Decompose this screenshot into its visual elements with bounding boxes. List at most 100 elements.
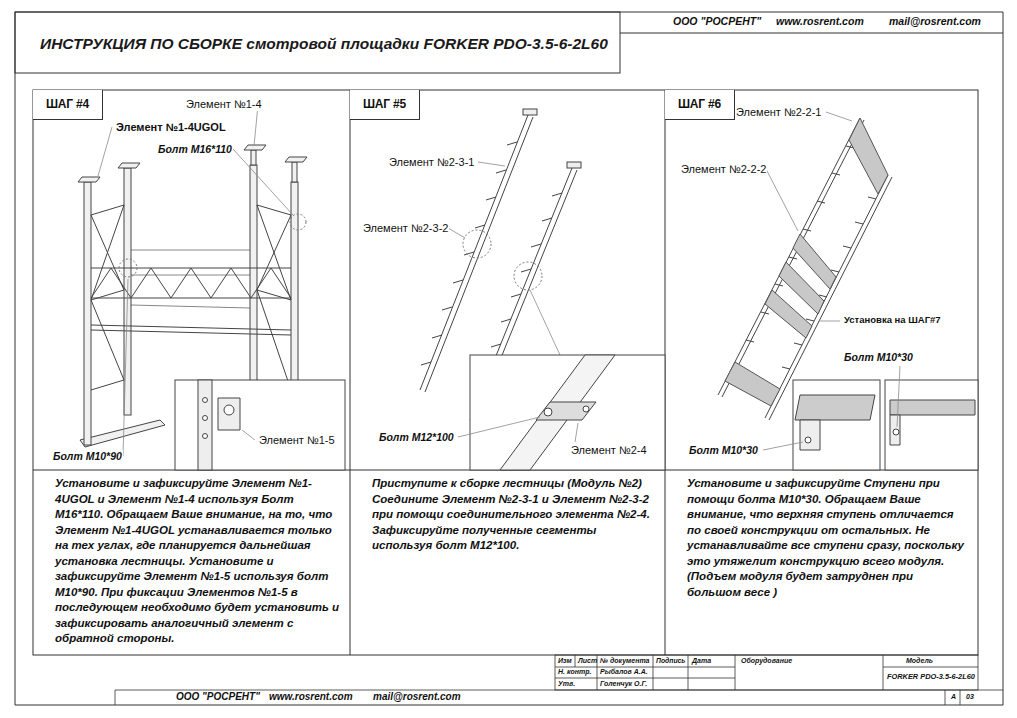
header-text: www.rosrent.com: [775, 15, 865, 27]
line-art: [463, 230, 491, 258]
bolt-callout: Болт M10*90: [52, 450, 123, 462]
line-art: [257, 215, 291, 290]
leader-line: [98, 105, 293, 456]
part-callout: Элемент №2-4: [570, 444, 648, 457]
line-art: [91, 330, 291, 335]
step-heading: ШАГ #4: [33, 90, 103, 120]
stair-illustration: [793, 380, 880, 470]
line-art: [131, 250, 250, 251]
line-art: [514, 262, 542, 290]
scaffold-illustration: [244, 145, 266, 150]
line-art: [91, 298, 291, 299]
model-name: FORKER PDO-3.5-6-2L60: [886, 673, 976, 682]
ladder-illustration: [536, 402, 596, 420]
title-block-grid: [688, 655, 689, 690]
ladder-illustration: [421, 142, 517, 365]
title-block-grid: [555, 678, 735, 679]
scaffold-illustration: [198, 380, 212, 470]
line-art: [725, 362, 780, 406]
bolt-callout: Болт M16*110: [157, 143, 233, 155]
stair-illustration: [890, 415, 900, 445]
leader-line: [242, 430, 255, 440]
table-cell: Лист: [577, 657, 598, 665]
ladder-illustration: [470, 355, 665, 470]
note-callout: Установка на ШАГ#7: [843, 315, 942, 326]
line-art: [131, 305, 250, 308]
table-cell: А: [950, 693, 957, 701]
stair-illustration: [795, 395, 875, 420]
stair-illustration: [805, 437, 811, 443]
line-art: [463, 230, 542, 290]
line-art: [290, 214, 306, 230]
title-block-grid: [883, 667, 978, 668]
line-art: [765, 290, 812, 338]
leader-line: [575, 423, 578, 442]
leader-line: [458, 417, 540, 437]
scaffold-illustration: [203, 416, 208, 421]
ladder-illustration: [544, 408, 552, 416]
sheet-frame: [620, 33, 1003, 34]
stair-illustration: [732, 146, 854, 369]
stair-illustration: [769, 197, 876, 394]
line-art: [257, 205, 291, 215]
scaffold-illustration: [78, 145, 345, 470]
scaffold-illustration: [84, 182, 91, 445]
sheet-frame: [15, 12, 1003, 705]
bolt-callout: Болт M10*30: [688, 444, 759, 456]
table-cell: Подпись: [655, 657, 686, 665]
line-art: [91, 205, 124, 215]
scaffold-illustration: [175, 380, 345, 470]
scaffold-illustration: [285, 157, 307, 162]
title-block-grid: [960, 690, 961, 705]
scaffold-illustration: [218, 398, 240, 430]
table-cell: Голенчук О.Г.: [599, 680, 648, 688]
table-cell: № документа: [599, 657, 651, 665]
leader-line: [233, 149, 293, 215]
scaffold-illustration: [203, 434, 208, 439]
title-block-grid: [883, 655, 884, 690]
scaffold-illustration: [80, 420, 165, 447]
leader-line: [448, 162, 578, 442]
leader-line: [98, 127, 112, 176]
leader-line: [478, 162, 505, 166]
step-instruction: Установите и зафиксируйте Элемент №1-4UG…: [55, 476, 340, 647]
table-cell: Н. контр.: [557, 668, 592, 676]
step-instruction: Приступите к сборке лестницы (Модуль №2)…: [372, 476, 657, 554]
step-panel: ШАГ #5Приступите к сборке лестницы (Моду…: [350, 90, 665, 655]
line-art: [91, 205, 291, 390]
leader-line: [763, 112, 900, 450]
title-block-grid: [735, 655, 736, 690]
footer-text: www.rosrent.com: [268, 691, 354, 703]
title-block-grid: [115, 690, 116, 705]
stair-illustration: [890, 400, 975, 415]
title-block-grid: [555, 667, 735, 668]
document-title: ИНСТРУКЦИЯ ПО СБОРКЕ смотровой площадки …: [40, 34, 608, 54]
scaffold-illustration: [224, 405, 234, 415]
title-block-grid: [945, 690, 946, 705]
table-cell: Дата: [691, 657, 712, 665]
stair-illustration: [893, 429, 899, 435]
step-instruction: Установите и зафиксируйте Ступени при по…: [687, 476, 970, 600]
sheet-frame: [15, 12, 620, 73]
ladder-illustration: [530, 290, 560, 355]
footer-text: ООО "РОСРЕНТ": [175, 691, 261, 703]
line-art: [91, 325, 291, 330]
sheet-frame: [350, 90, 351, 655]
leader-line: [826, 112, 852, 121]
title-block-grid: [575, 655, 576, 667]
table-cell: Изм: [557, 657, 573, 665]
line-art: [257, 290, 291, 390]
table-cell: Рыбалов А.А.: [599, 668, 649, 676]
part-callout: Элемент №2-2-1: [735, 106, 822, 119]
part-callout: Элемент №2-2-2: [680, 163, 767, 176]
line-art: [131, 275, 250, 276]
leader-line: [763, 442, 803, 450]
line-art: [91, 205, 124, 300]
part-callout: Элемент №1-5: [258, 434, 336, 447]
part-callout: Элемент №2-3-2: [362, 222, 449, 235]
leader-line: [897, 366, 900, 427]
scaffold-illustration: [118, 163, 140, 168]
ladder-illustration: [583, 406, 589, 412]
leader-line: [254, 105, 258, 146]
